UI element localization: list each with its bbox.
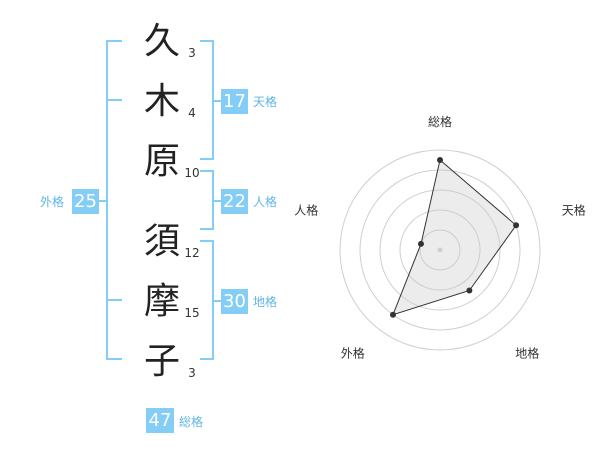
- name-char-1: 久: [143, 21, 180, 62]
- jinkaku-bracket-top: [200, 170, 214, 172]
- name-char-6: 子: [143, 341, 180, 382]
- soukaku-value-badge: 47: [146, 408, 174, 433]
- jinkaku-value-badge: 22: [221, 189, 248, 214]
- gaikaku-bracket-vertical: [106, 40, 108, 360]
- gaikaku-bracket-tick-upper: [106, 99, 122, 101]
- tenkaku-bracket-top: [200, 40, 214, 42]
- chikaku-connector: [213, 300, 222, 302]
- gaikaku-connector: [97, 200, 107, 202]
- radar-axis-label-2: 天格: [562, 202, 586, 217]
- stroke-count-6: 3: [188, 366, 196, 380]
- stroke-count-4: 12: [184, 246, 200, 260]
- gaikaku-bracket-tick-lower: [106, 299, 122, 301]
- radar-point-3: [466, 287, 473, 294]
- radar-point-2: [513, 222, 520, 229]
- radar-data-polygon: [392, 159, 517, 316]
- name-char-4: 須: [143, 221, 180, 262]
- tenkaku-bracket-bottom: [200, 158, 214, 160]
- radar-axis-label-4: 外格: [341, 346, 365, 361]
- name-char-5: 摩: [143, 281, 180, 322]
- radar-point-1: [437, 157, 443, 163]
- radar-ring-2: [399, 209, 481, 291]
- gaikaku-label: 外格: [40, 195, 65, 209]
- tenkaku-connector: [213, 100, 222, 102]
- radar-ring-5: [339, 149, 541, 351]
- radar-point-4: [389, 311, 396, 318]
- radar-ring-4: [359, 169, 521, 331]
- radar-ring-1: [419, 229, 461, 271]
- chikaku-value-badge: 30: [221, 289, 248, 314]
- tenkaku-label: 天格: [253, 95, 278, 109]
- chikaku-bracket-bottom: [200, 358, 214, 360]
- jinkaku-connector: [213, 200, 222, 202]
- gaikaku-bracket-bottom: [106, 358, 122, 360]
- radar-axis-label-3: 地格: [515, 346, 539, 361]
- gaikaku-bracket-top: [106, 40, 122, 42]
- chikaku-label: 地格: [253, 295, 278, 309]
- name-char-3: 原: [143, 141, 180, 182]
- chikaku-bracket-top: [200, 240, 214, 242]
- gaikaku-value-badge: 25: [72, 189, 99, 214]
- name-char-2: 木: [143, 81, 180, 122]
- stroke-count-1: 3: [188, 46, 196, 60]
- stroke-count-5: 15: [184, 306, 200, 320]
- jinkaku-label: 人格: [253, 195, 278, 209]
- tenkaku-value-badge: 17: [221, 89, 248, 114]
- radar-axis-label-1: 総格: [428, 114, 452, 129]
- soukaku-label: 総格: [179, 415, 204, 429]
- stroke-count-2: 4: [188, 106, 196, 120]
- radar-ring-3: [379, 189, 501, 311]
- radar-point-5: [417, 240, 424, 247]
- stroke-count-3: 10: [184, 166, 200, 180]
- radar-center-dot: [437, 247, 443, 253]
- jinkaku-bracket-bottom: [200, 228, 214, 230]
- radar-axis-label-5: 人格: [294, 202, 318, 217]
